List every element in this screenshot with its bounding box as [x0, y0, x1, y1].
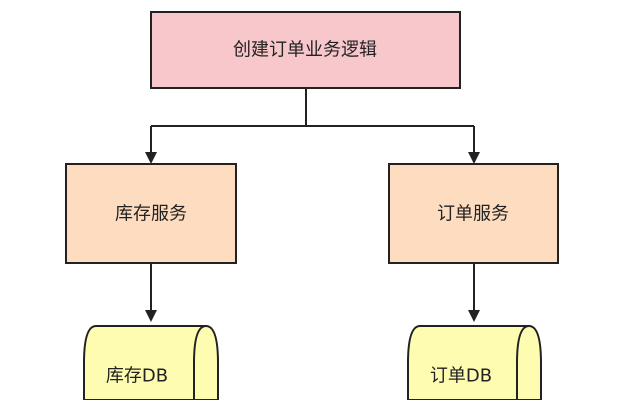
arrowhead-inventory-service [145, 152, 157, 164]
root-node-label: 创建订单业务逻辑 [233, 40, 377, 61]
inventory-service-node[interactable]: 库存服务 [65, 163, 237, 264]
order-service-node[interactable]: 订单服务 [388, 163, 559, 264]
inventory-db-node[interactable]: 库存DB [83, 325, 219, 400]
root-node-box [150, 11, 461, 89]
order-db-body [407, 325, 542, 400]
inventory-db-cap [193, 325, 207, 400]
order-db-label: 订单DB [430, 366, 492, 387]
inventory-db-label: 库存DB [106, 366, 168, 387]
arrowhead-order-db [468, 310, 480, 322]
order-db-node[interactable]: 订单DB [407, 325, 542, 400]
order-service-box [388, 163, 559, 264]
inventory-service-box [65, 163, 237, 264]
connectors [145, 88, 480, 322]
arrowhead-inventory-db [145, 310, 157, 322]
root-node[interactable]: 创建订单业务逻辑 [150, 11, 461, 89]
inventory-db-body [83, 325, 219, 400]
arrowhead-order-service [468, 152, 480, 164]
order-db-cap [516, 325, 530, 400]
order-service-label: 订单服务 [437, 204, 509, 225]
inventory-service-label: 库存服务 [115, 204, 187, 225]
